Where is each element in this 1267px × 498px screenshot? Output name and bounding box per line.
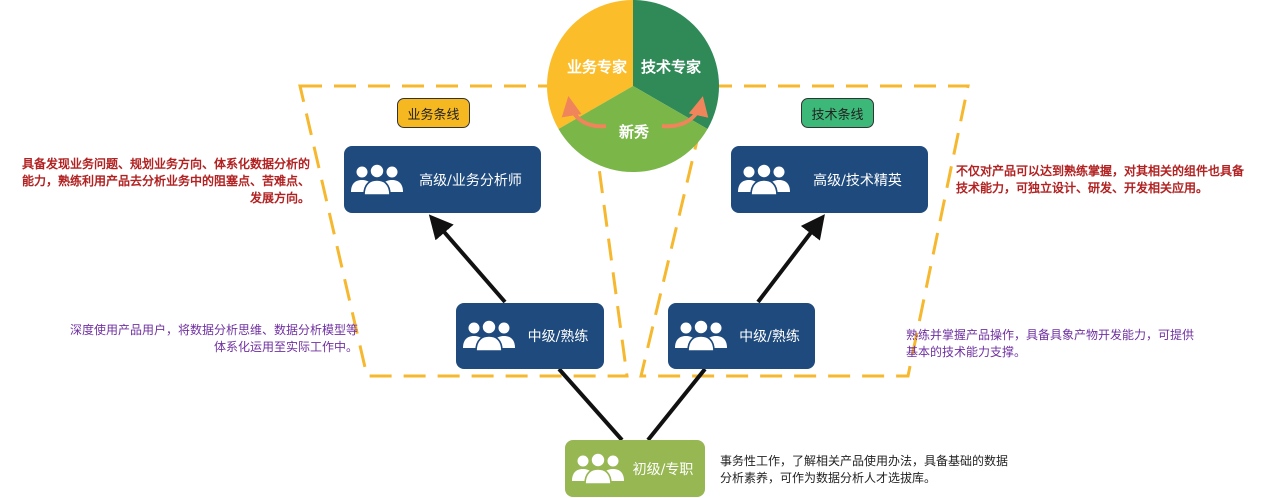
arrow-mid-to-senior-technical [756, 214, 825, 304]
note-mid-business: 深度使用产品用户，将数据分析思维、数据分析模型等 体系化运用至实际工作中。 [50, 322, 358, 356]
pie-slice-newcomer [558, 86, 708, 173]
note-junior: 事务性工作，了解相关产品使用办法，具备基础的数据 分析素养，可作为数据分析人才选… [720, 453, 1040, 487]
note-line: 深度使用产品用户，将数据分析思维、数据分析模型等 [69, 323, 358, 337]
node-label: 高级/技术精英 [813, 172, 902, 189]
pie-label-technical-expert: 技术专家 [641, 58, 701, 76]
pie-label-business-expert: 业务专家 [567, 58, 627, 76]
note-line: 体系化运用至实际工作中。 [213, 340, 358, 354]
node-label: 中级/熟练 [527, 329, 589, 345]
note-senior-technical: 不仅对产品可以达到熟练掌握，对其相关的组件也具备 技术能力，可独立设计、研发、开… [956, 163, 1266, 197]
node-label: 高级/业务分析师 [419, 172, 522, 189]
connector-junior-to-mid-business [557, 367, 624, 442]
note-line: 熟练并掌握产品操作，具备具象产物开发能力，可提供 [906, 328, 1195, 342]
connector-junior-to-mid-technical [646, 367, 707, 442]
node-junior: 初级/专职 [565, 440, 705, 497]
arrow-mid-to-senior-business [428, 214, 507, 304]
people-icon [737, 161, 791, 199]
note-line: 分析素养，可作为数据分析人才选拔库。 [720, 471, 937, 485]
technical-track-tag: 技术条线 [801, 98, 874, 128]
note-mid-technical: 熟练并掌握产品操作，具备具象产物开发能力，可提供 基本的技术能力支撑。 [906, 327, 1216, 361]
node-label: 初级/专职 [632, 461, 694, 478]
node-mid-business: 中级/熟练 [456, 303, 604, 369]
pie-label-newcomer: 新秀 [619, 123, 650, 141]
people-icon [571, 450, 625, 488]
note-line: 事务性工作，了解相关产品使用办法，具备基础的数据 [720, 454, 1009, 468]
node-senior-business-analyst: 高级/业务分析师 [344, 146, 541, 213]
business-track-region [298, 84, 629, 378]
node-label: 中级/熟练 [739, 329, 800, 345]
technical-track-region [639, 84, 970, 378]
career-pie-chart: 业务专家 技术专家 新秀 [546, 0, 720, 173]
note-line: 基本的技术能力支撑。 [906, 345, 1027, 359]
people-icon [462, 317, 516, 355]
note-line: 发展方向。 [249, 191, 310, 205]
note-line: 具备发现业务问题、规划业务方向、体系化数据分析的 [21, 157, 310, 171]
note-line: 能力，熟练利用产品去分析业务中的阻塞点、苦难点、 [21, 174, 310, 188]
people-icon [350, 161, 404, 199]
people-icon [674, 317, 728, 355]
business-track-label: 业务条线 [407, 107, 460, 123]
node-senior-technical-elite: 高级/技术精英 [731, 146, 928, 213]
note-line: 不仅对产品可以达到熟练掌握，对其相关的组件也具备 [956, 164, 1245, 178]
business-track-tag: 业务条线 [397, 98, 470, 128]
pie-arrow-right [661, 96, 709, 129]
note-line: 技术能力，可独立设计、研发、开发相关应用。 [956, 181, 1209, 195]
node-mid-technical: 中级/熟练 [668, 303, 815, 369]
technical-track-label: 技术条线 [811, 107, 864, 123]
note-senior-business: 具备发现业务问题、规划业务方向、体系化数据分析的 能力，熟练利用产品去分析业务中… [4, 156, 310, 207]
pie-arrow-left [561, 96, 607, 129]
